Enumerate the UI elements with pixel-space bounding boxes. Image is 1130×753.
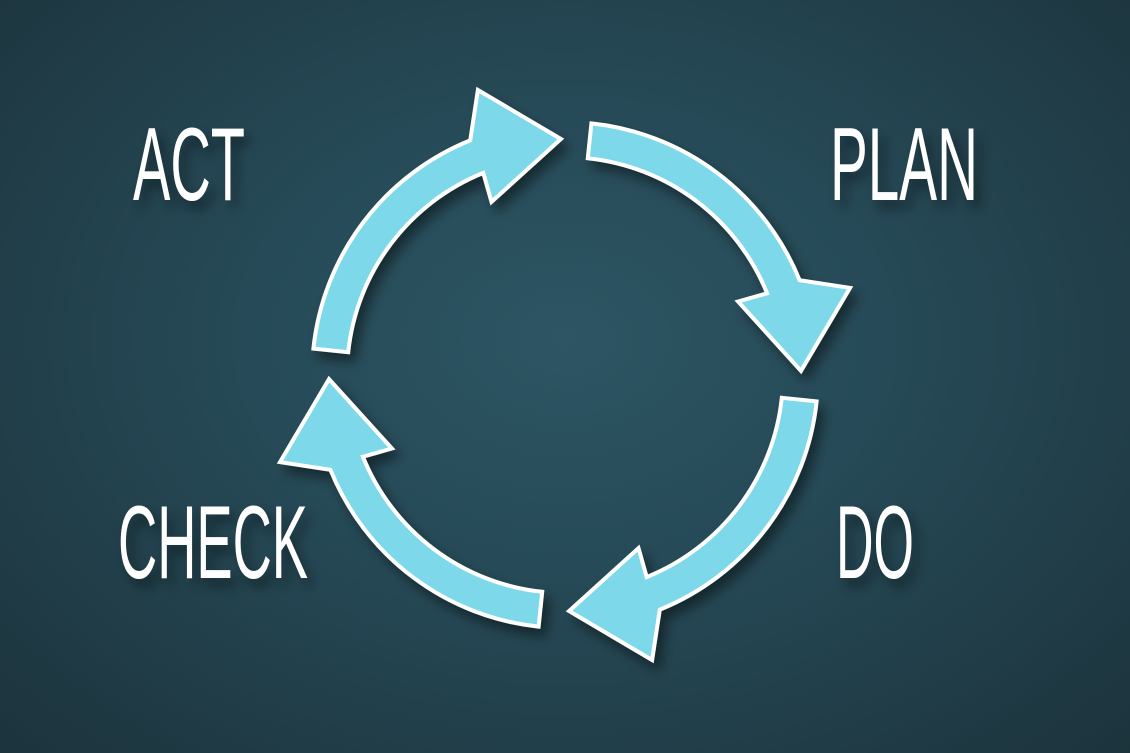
- label-act: ACT: [133, 107, 245, 223]
- label-plan: PLAN: [830, 107, 978, 223]
- label-check: CHECK: [118, 485, 308, 601]
- label-do: DO: [836, 485, 914, 601]
